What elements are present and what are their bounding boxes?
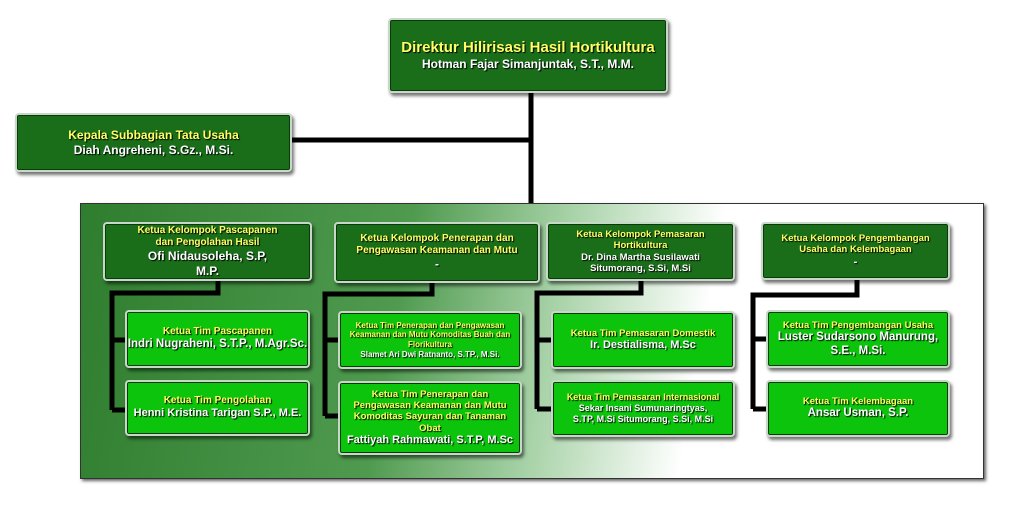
group-box-penerapan: Ketua Kelompok Penerapan dan Pengawasan … xyxy=(334,222,540,283)
group-d-connector xyxy=(750,280,860,412)
team-box-pemasaran-internasional: Ketua Tim Pemasaran Internasional Sekar … xyxy=(551,380,735,437)
group-title: Ketua Kelompok Penerapan dan Pengawasan … xyxy=(356,233,518,257)
group-name: Dr. Dina Martha Susilawati Situmorang, S… xyxy=(581,251,700,274)
group-name: - xyxy=(435,257,439,272)
team-name: Henni Kristina Tarigan S.P., M.E. xyxy=(133,407,302,420)
group-box-pemasaran: Ketua Kelompok Pemasaran Hortikultura Dr… xyxy=(546,222,735,281)
subbagian-title: Kepala Subbagian Tata Usaha xyxy=(68,128,239,143)
group-name: - xyxy=(853,255,858,268)
group-a-connector xyxy=(109,281,221,413)
team-title: Ketua Tim Pemasaran Domestik xyxy=(570,327,716,339)
group-title: Ketua Kelompok Pemasaran Hortikultura xyxy=(576,228,705,252)
group-title: Ketua Kelompok Pengembangan Usaha dan Ke… xyxy=(781,233,930,256)
group-name: Ofi Nidausoleha, S.P, M.P. xyxy=(147,249,268,278)
group-box-pengembangan: Ketua Kelompok Pengembangan Usaha dan Ke… xyxy=(761,222,950,280)
subbagian-name: Diah Angreheni, S.Gz., M.Si. xyxy=(73,142,234,157)
director-connector xyxy=(292,92,534,203)
team-box-pemasaran-domestik: Ketua Tim Pemasaran Domestik Ir. Destial… xyxy=(551,311,735,369)
team-name: Sekar Insani Sumunaringtyas, S.TP, M.Si … xyxy=(572,403,714,424)
director-box: Direktur Hilirisasi Hasil Hortikultura H… xyxy=(388,18,668,93)
team-title: Ketua Tim Kelembagaan xyxy=(802,395,914,407)
group-title: Ketua Kelompok Pascapanen dan Pengolahan… xyxy=(137,225,278,249)
team-title: Ketua Tim Penerapan dan Pengawasan Keama… xyxy=(349,320,511,349)
team-box-sayuran-obat: Ketua Tim Penerapan dan Pengawasan Keama… xyxy=(338,381,522,455)
group-c-connector xyxy=(534,281,644,412)
team-box-pascapanen: Ketua Tim Pascapanen Indri Nugraheni, S.… xyxy=(125,310,310,368)
team-title: Ketua Tim Penerapan dan Pengawasan Keama… xyxy=(353,388,507,434)
team-box-buah-florikultura: Ketua Tim Penerapan dan Pengawasan Keama… xyxy=(338,311,522,369)
team-name: Indri Nugraheni, S.T.P., M.Agr.Sc. xyxy=(127,338,308,351)
group-b-connector xyxy=(322,283,435,419)
team-name: Ir. Destialisma, M.Sc xyxy=(590,339,696,352)
team-title: Ketua Tim Pengolahan xyxy=(163,395,272,407)
team-title: Ketua Tim Pascapanen xyxy=(162,326,273,338)
subbagian-box: Kepala Subbagian Tata Usaha Diah Angrehe… xyxy=(15,113,292,172)
team-name: Fattiyah Rahmawati, S.T.P, M.Sc xyxy=(346,434,514,447)
team-box-pengolahan: Ketua Tim Pengolahan Henni Kristina Tari… xyxy=(125,380,310,436)
group-box-pascapanen: Ketua Kelompok Pascapanen dan Pengolahan… xyxy=(103,222,312,281)
team-name: Luster Sudarsono Manurung, S.E., M.Si. xyxy=(777,330,939,357)
director-name: Hotman Fajar Simanjuntak, S.T., M.M. xyxy=(421,57,635,72)
team-title: Ketua Tim Pemasaran Internasional xyxy=(566,392,720,403)
director-title: Direktur Hilirisasi Hasil Hortikultura xyxy=(401,39,655,57)
team-box-pengembangan-usaha: Ketua Tim Pengembangan Usaha Luster Suda… xyxy=(766,310,950,368)
team-name: Slamet Ari Dwi Ratnanto, S.TP., M.Si. xyxy=(360,349,500,359)
team-name: Ansar Usman, S.P. xyxy=(807,407,909,420)
team-title: Ketua Tim Pengembangan Usaha xyxy=(782,319,934,331)
team-box-kelembagaan: Ketua Tim Kelembagaan Ansar Usman, S.P. xyxy=(766,380,950,437)
